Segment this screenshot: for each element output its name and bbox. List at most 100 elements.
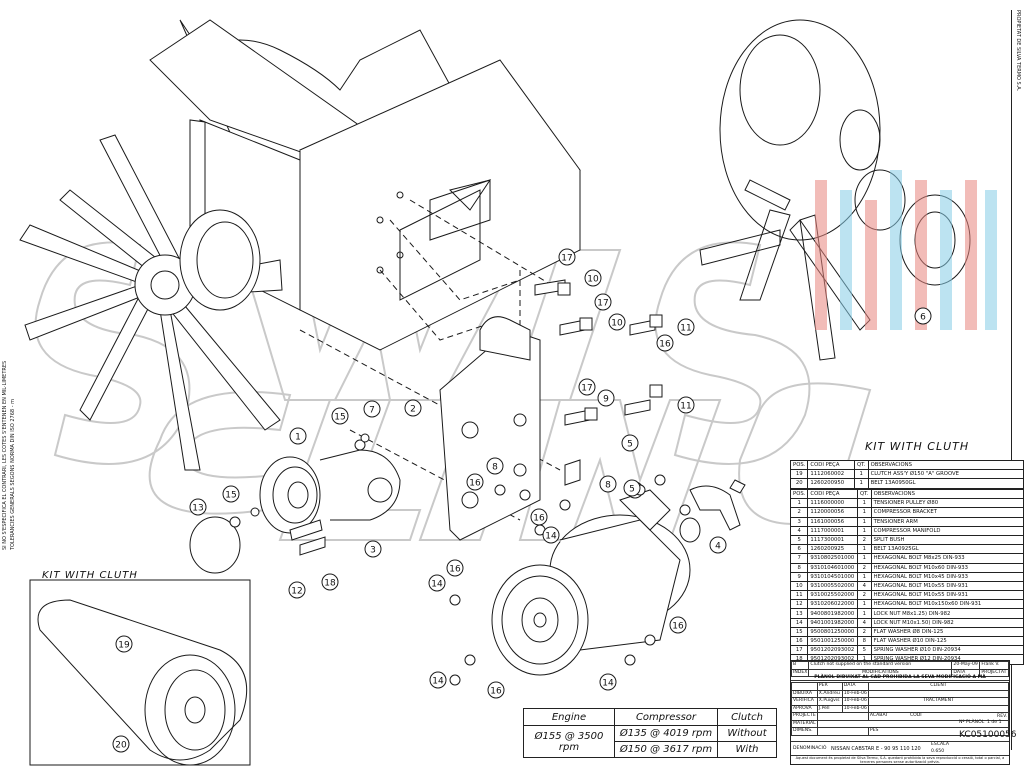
- callout-circle: [115, 635, 133, 653]
- revision-header: INDEX MODIFICATIONS DATA PROJECTAT: [790, 668, 1009, 677]
- callout-number: 4: [715, 542, 721, 552]
- header-clutch: Clutch: [717, 708, 777, 726]
- table-row: Ø150 @ 3617 rpm With: [524, 741, 777, 758]
- cell-pos: 11: [789, 590, 809, 601]
- cell-qt: 1: [853, 469, 869, 480]
- callout-circle: [112, 735, 130, 753]
- cell-code: 9310104601000: [807, 562, 858, 573]
- cad-warning: PLÀNOL DIBUIXAT AL CAD PROHIBIDA LA SEVA…: [791, 675, 1009, 681]
- callout-number: 5: [627, 440, 633, 450]
- callout-number: 3: [370, 546, 376, 556]
- header-qt: QT.: [856, 488, 872, 500]
- callout-number: 16: [533, 514, 545, 524]
- header-pos: POS.: [789, 488, 809, 500]
- person: X.Andreu: [816, 689, 843, 698]
- revision-table: B Clutch not supplied on the standard ve…: [790, 661, 1009, 677]
- callout-number: 8: [605, 481, 611, 491]
- cell-qt: 1: [856, 599, 872, 610]
- date: 10-Feb-06: [841, 704, 869, 713]
- cell-pos: 4: [789, 525, 809, 536]
- callout-circle: [621, 434, 639, 452]
- header-obs: OBSERVACIONS: [870, 488, 1024, 500]
- cell-pos: 13: [789, 608, 809, 619]
- callout-number: 11: [680, 324, 691, 334]
- per-label: PER: [816, 682, 843, 691]
- cell-qt: 1: [856, 608, 872, 619]
- callout-circle: [584, 269, 602, 287]
- callout-number: 8: [492, 463, 498, 473]
- cell-pos: 20: [789, 478, 809, 489]
- callout-number: 16: [490, 687, 502, 697]
- cell-pos: 2: [789, 507, 809, 518]
- signature-row: VERIFICA X.Puigvis 10-Feb-06 TRACTAMENT: [791, 697, 1010, 706]
- cell-code: 9310005502000: [807, 580, 858, 592]
- cell-qt: 5: [856, 645, 872, 656]
- callout-circle: [599, 475, 617, 493]
- material-label: MATERIAL: [791, 719, 818, 728]
- cell-pos: 12: [789, 599, 809, 610]
- callout-circle: [331, 407, 349, 425]
- color-overlay: [815, 170, 997, 330]
- ac-compressor: [491, 481, 741, 676]
- cell-qt: 8: [856, 635, 872, 647]
- cell-code: 1260200925: [807, 544, 858, 555]
- fasteners: [229, 279, 746, 686]
- callout-number: 6: [920, 313, 926, 323]
- cell-pos: 15: [789, 626, 809, 638]
- callout-number: 12: [291, 587, 302, 597]
- header-engine: Engine: [523, 708, 615, 726]
- acabat-label: ACABAT: [869, 713, 889, 719]
- cell-obs: LOCK NUT M10x1.50) DIN-982: [870, 617, 1024, 628]
- table-row: 20 1260200950 1 BELT 13A0950GL: [789, 478, 1024, 489]
- callout-number: 18: [324, 579, 336, 589]
- callout-circle: [530, 508, 548, 526]
- codi-label: CODI: [909, 713, 922, 719]
- engine-value: Ø155 @ 3500 rpm: [523, 725, 615, 758]
- callout-circle: [677, 318, 695, 336]
- callout-circle: [709, 536, 727, 554]
- pes-label: PES: [867, 727, 1010, 736]
- table-row: 19 1112060002 1 CLUTCH ASS'Y Ø150 "A" GR…: [789, 469, 1024, 480]
- callout-circle: [594, 293, 612, 311]
- signature-row: APROVA J.Pell 10-Feb-06: [791, 704, 1010, 713]
- cell-obs: TENSIONER PULLEY Ø80: [870, 498, 1024, 509]
- projectat-label: PROJECTAT: [979, 668, 1009, 677]
- cell-obs: HEXAGONAL BOLT M10x55 DIN-931: [870, 590, 1024, 601]
- callout-number: 16: [469, 479, 481, 489]
- cell-obs: BELT 13A0925GL: [870, 544, 1024, 555]
- inset-belt-layout: [699, 19, 971, 361]
- cell-qt: 2: [856, 562, 872, 573]
- callout-circle: [363, 400, 381, 418]
- cell-qt: 4: [856, 580, 872, 592]
- callout-circle: [289, 427, 307, 445]
- signature-header: PER DATA CLIENT: [791, 682, 1010, 691]
- cell-obs: TENSIONER ARM: [870, 516, 1024, 527]
- cell-pos: 16: [789, 635, 809, 647]
- cell-obs: FLAT WASHER Ø10 DIN-125: [870, 635, 1024, 647]
- info-row: PROJECTE ACABAT CODI: [791, 712, 1010, 721]
- callout-circle: [669, 616, 687, 634]
- rev-label: REV.: [997, 714, 1008, 719]
- header-obs: OBSERVACIONS: [867, 459, 1024, 471]
- kit-parts-table: POS. CODI PEÇA QT. OBSERVACIONS 19 11120…: [789, 459, 1024, 489]
- cell-code: 9310802501000: [807, 553, 858, 564]
- engine-block: [149, 19, 581, 351]
- callout-number: 10: [587, 275, 599, 285]
- cell-qt: 1: [856, 553, 872, 564]
- callout-number: 9: [603, 395, 609, 405]
- cell-obs: LOCK NUT M8x1.25) DIN-982: [870, 608, 1024, 619]
- cell-code: 9501202093002: [807, 645, 858, 656]
- clutch-value: Without: [717, 725, 777, 742]
- kit-title-main: KIT WITH CLUTH: [865, 440, 970, 453]
- callout-number: 2: [410, 405, 416, 415]
